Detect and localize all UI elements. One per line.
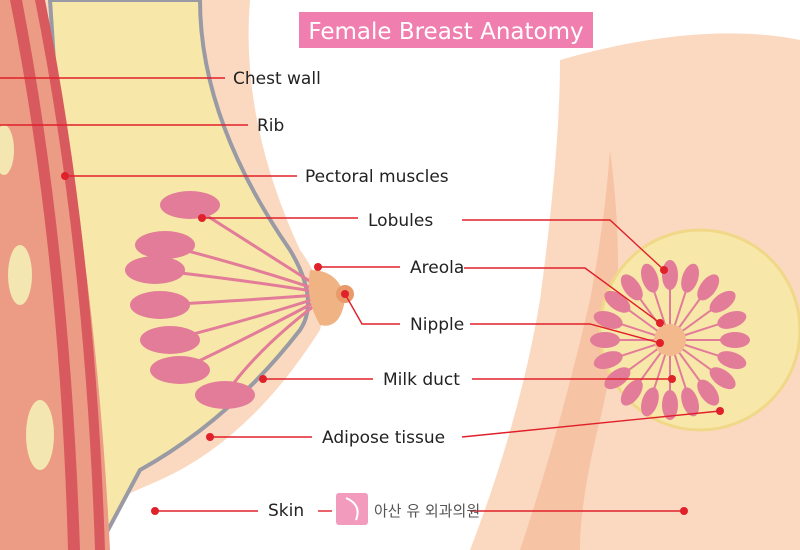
lobule	[125, 256, 185, 284]
lobule	[720, 332, 750, 348]
lobule	[697, 379, 720, 406]
label-pectoral-muscles: Pectoral muscles	[305, 167, 449, 187]
label-adipose-tissue: Adipose tissue	[322, 428, 445, 448]
rib-bone	[0, 125, 14, 175]
arm-illustration	[520, 150, 618, 550]
logo-icon	[336, 493, 368, 525]
lobule	[681, 263, 699, 293]
lobule	[160, 191, 220, 219]
lobule	[697, 274, 720, 301]
lobule	[717, 351, 747, 369]
page-title: Female Breast Anatomy	[308, 19, 583, 45]
lobule	[709, 290, 736, 313]
lobule	[641, 263, 659, 293]
lobule	[620, 274, 643, 301]
lobule	[709, 367, 736, 390]
lobule	[135, 231, 195, 259]
label-skin: Skin	[268, 501, 304, 521]
rib-bone	[8, 245, 32, 305]
label-nipple: Nipple	[410, 315, 464, 335]
lobule	[593, 311, 623, 329]
lobule	[130, 291, 190, 319]
lobule	[140, 326, 200, 354]
side-areola	[308, 270, 345, 326]
lobule	[150, 356, 210, 384]
label-chest-wall: Chest wall	[233, 69, 321, 89]
pectoral-band	[35, 0, 105, 550]
leader-lines	[0, 77, 721, 512]
lobule	[662, 260, 678, 290]
lobule	[641, 387, 659, 417]
title-banner	[299, 12, 593, 48]
lobule	[681, 387, 699, 417]
label-lobules: Lobules	[368, 211, 433, 231]
rib-bone	[26, 400, 54, 470]
label-areola: Areola	[410, 258, 464, 278]
label-milk-duct: Milk duct	[383, 370, 460, 390]
lobule	[590, 332, 620, 348]
lobule	[195, 381, 255, 409]
lobule	[620, 379, 643, 406]
logo-text: 아산 유 외과의원	[374, 502, 480, 520]
lobule	[593, 351, 623, 369]
rib-band	[10, 0, 80, 550]
clinic-logo: 아산 유 외과의원	[336, 493, 480, 525]
lobule	[717, 311, 747, 329]
leader-dots	[61, 172, 724, 515]
label-rib: Rib	[257, 116, 284, 136]
lobule	[662, 390, 678, 420]
lobule	[604, 290, 631, 313]
breast-front-areola	[654, 324, 686, 356]
lobule	[604, 367, 631, 390]
